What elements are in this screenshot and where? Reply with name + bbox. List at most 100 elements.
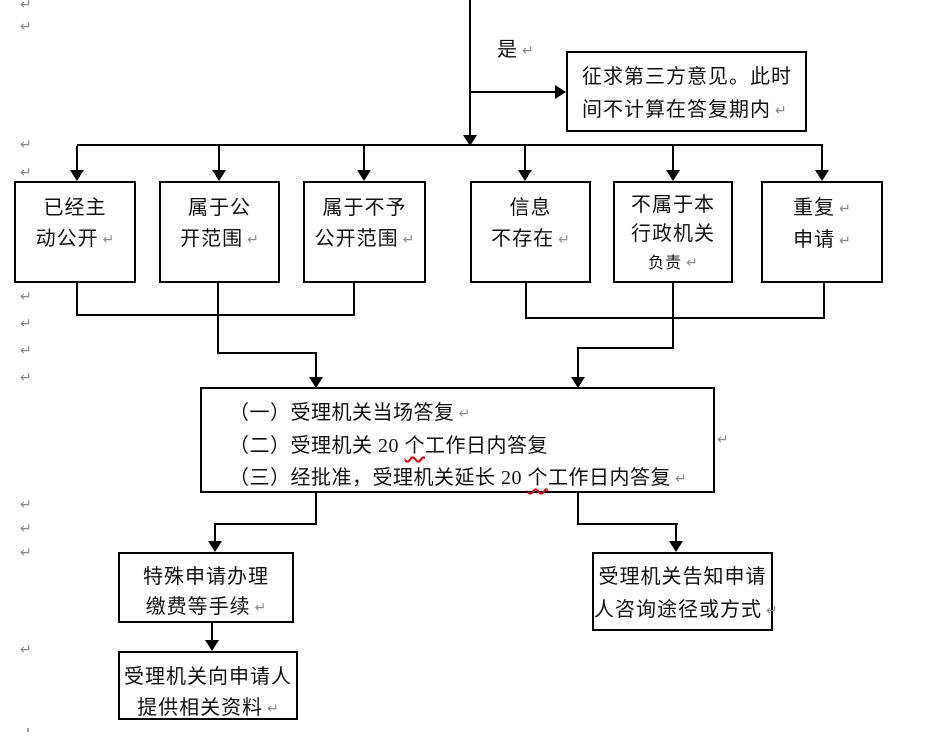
drop-line bbox=[211, 623, 213, 641]
misspelled-word: 个 bbox=[527, 467, 548, 489]
paragraph-mark: ↵ bbox=[102, 232, 115, 248]
flow-box-non-disclosure-scope: 属于不予 公开范围↵ bbox=[303, 181, 426, 283]
exit-line bbox=[315, 493, 317, 525]
flow-box-special-procedure: 特殊申请办理 缴费等手续↵ bbox=[118, 552, 294, 623]
box-line: 受理机关告知申请 bbox=[598, 566, 767, 588]
flow-box-repeated-application: 重复↵ 申请↵ bbox=[761, 181, 883, 283]
arrow-down-icon bbox=[205, 640, 219, 651]
paragraph-mark: ↵ bbox=[20, 137, 32, 153]
box-line: （二）受理机关 20 个工作日内答复 bbox=[229, 435, 548, 457]
box-line: 人咨询途径或方式↵ bbox=[594, 599, 778, 621]
arrow-down-icon bbox=[518, 170, 532, 181]
box-line: 公开范围↵ bbox=[314, 228, 415, 250]
paragraph-mark: ↵ bbox=[458, 406, 471, 422]
elbow-line bbox=[577, 523, 678, 525]
stub-line bbox=[217, 283, 219, 354]
paragraph-mark: ↵ bbox=[775, 103, 787, 119]
box-line: 已经主 bbox=[43, 197, 107, 219]
collector-line bbox=[76, 314, 355, 316]
paragraph-mark: ↵ bbox=[20, 19, 32, 35]
box-line: 重复↵ bbox=[793, 197, 851, 219]
stub-line bbox=[672, 283, 674, 349]
partial-paragraph-mark bbox=[27, 728, 29, 732]
box-line: 开范围↵ bbox=[180, 228, 259, 250]
drop-line bbox=[672, 146, 674, 172]
arrow-down-icon bbox=[669, 541, 683, 552]
paragraph-mark: ↵ bbox=[20, 0, 32, 13]
paragraph-mark: ↵ bbox=[247, 232, 259, 248]
arrow-down-icon bbox=[666, 170, 680, 181]
flow-box-not-responsible: 不属于本 行政机关 负责↵ bbox=[613, 181, 733, 283]
paragraph-mark: ↵ bbox=[402, 232, 415, 248]
drop-line bbox=[218, 146, 220, 172]
drop-line bbox=[315, 352, 317, 378]
box-line: （一）受理机关当场答复↵ bbox=[229, 402, 471, 424]
paragraph-mark: ↵ bbox=[20, 343, 32, 359]
arrow-down-icon bbox=[212, 170, 226, 181]
paragraph-mark: ↵ bbox=[20, 370, 32, 386]
drop-line bbox=[675, 523, 677, 542]
box-line: 不属于本 bbox=[631, 194, 715, 216]
flow-box-third-party-opinion: 征求第三方意见。此时 间不计算在答复期内↵ bbox=[566, 51, 807, 132]
stub-line bbox=[525, 283, 527, 319]
paragraph-mark: ↵ bbox=[686, 255, 698, 271]
box-line: 不存在↵ bbox=[491, 228, 570, 250]
stub-line bbox=[353, 283, 355, 316]
flow-box-already-disclosed: 已经主 动公开↵ bbox=[14, 181, 136, 283]
paragraph-mark: ↵ bbox=[20, 521, 32, 537]
exit-line bbox=[577, 493, 579, 525]
arrow-down-icon bbox=[463, 135, 477, 146]
flow-box-provide-materials: 受理机关向申请人 提供相关资料↵ bbox=[118, 651, 298, 720]
collector-line bbox=[525, 317, 825, 319]
flow-box-info-not-exist: 信息 不存在↵ bbox=[470, 181, 591, 283]
box-line: 行政机关 bbox=[631, 223, 715, 245]
box-line: 特殊申请办理 bbox=[143, 566, 269, 588]
box-line: 受理机关向申请人 bbox=[124, 666, 292, 688]
paragraph-mark: ↵ bbox=[766, 603, 778, 619]
box-line: 征求第三方意见。此时 bbox=[582, 66, 792, 88]
arrow-down-icon bbox=[70, 170, 84, 181]
drop-line bbox=[524, 146, 526, 172]
drop-line bbox=[821, 146, 823, 172]
box-line: 缴费等手续↵ bbox=[145, 596, 267, 618]
drop-line bbox=[76, 146, 78, 172]
box-line: 负责↵ bbox=[648, 255, 698, 272]
arrow-down-icon bbox=[815, 170, 829, 181]
arrow-down-icon bbox=[571, 377, 585, 388]
arrow-down-icon bbox=[357, 170, 371, 181]
paragraph-mark: ↵ bbox=[675, 471, 687, 487]
box-line: 动公开↵ bbox=[35, 228, 115, 250]
drop-line bbox=[214, 523, 216, 542]
arrow-down-icon bbox=[309, 377, 323, 388]
elbow-line bbox=[577, 347, 673, 349]
paragraph-mark: ↵ bbox=[267, 701, 279, 717]
paragraph-mark: ↵ bbox=[717, 432, 729, 448]
arrow-right-icon bbox=[555, 85, 566, 99]
paragraph-mark: ↵ bbox=[839, 233, 851, 249]
paragraph-mark: ↵ bbox=[558, 232, 570, 248]
paragraph-mark: ↵ bbox=[522, 43, 534, 59]
paragraph-mark: ↵ bbox=[20, 289, 32, 305]
misspelled-word: 个 bbox=[404, 435, 425, 457]
paragraph-mark: ↵ bbox=[254, 600, 267, 616]
paragraph-mark: ↵ bbox=[20, 642, 32, 658]
elbow-line bbox=[217, 352, 317, 354]
stub-line bbox=[823, 283, 825, 319]
paragraph-mark: ↵ bbox=[20, 545, 32, 561]
paragraph-mark: ↵ bbox=[20, 165, 32, 181]
stub-line bbox=[76, 283, 78, 316]
box-line: 提供相关资料↵ bbox=[137, 697, 279, 719]
drop-line bbox=[577, 347, 579, 378]
paragraph-mark: ↵ bbox=[20, 497, 32, 513]
distribution-line bbox=[77, 144, 823, 146]
box-line: （三）经批准，受理机关延长 20 个工作日内答复↵ bbox=[229, 467, 687, 489]
box-line: 间不计算在答复期内↵ bbox=[582, 99, 787, 121]
box-line: 申请↵ bbox=[793, 229, 851, 251]
yes-branch-line bbox=[470, 91, 555, 93]
box-line: 属于公 bbox=[188, 197, 251, 219]
arrow-down-icon bbox=[208, 541, 222, 552]
box-line: 属于不予 bbox=[322, 197, 407, 219]
paragraph-mark: ↵ bbox=[839, 201, 851, 217]
yes-label: 是↵ bbox=[497, 39, 534, 61]
